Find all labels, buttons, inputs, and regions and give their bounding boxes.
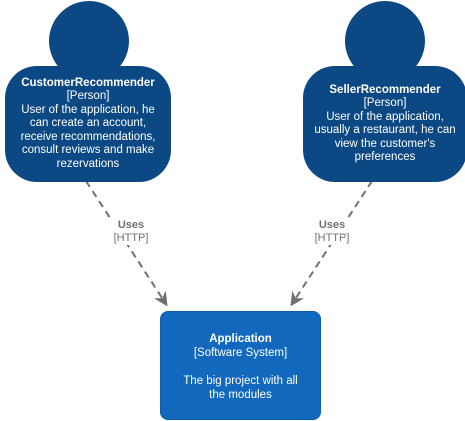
customer-person-description: User of the application, he can create a… [20,103,156,170]
application-system-description: The big project with all the modules [183,375,298,401]
edge-label-customer: Uses [HTTP] [108,219,154,245]
customer-person-name: CustomerRecommender [21,76,155,89]
seller-person-type: [Person] [363,97,407,109]
customer-person-type: [Person] [66,90,110,103]
seller-person-description: User of the application, usually a resta… [314,110,456,164]
application-system-name: Application [209,333,272,345]
seller-person-node[interactable]: SellerRecommender [Person] User of the a… [303,66,465,182]
customer-person-node[interactable]: CustomerRecommender [Person] User of the… [5,66,171,182]
edge-label-customer-technology: [HTTP] [108,232,154,245]
seller-person-name: SellerRecommender [329,83,441,96]
edge-label-seller: Uses [HTTP] [309,219,355,245]
edge-label-seller-technology: [HTTP] [309,232,355,245]
edge-label-customer-verb: Uses [108,219,154,232]
edge-label-seller-verb: Uses [309,219,355,232]
application-system-node[interactable]: Application [Software System] The big pr… [160,311,321,420]
application-system-type: [Software System] [193,347,288,359]
